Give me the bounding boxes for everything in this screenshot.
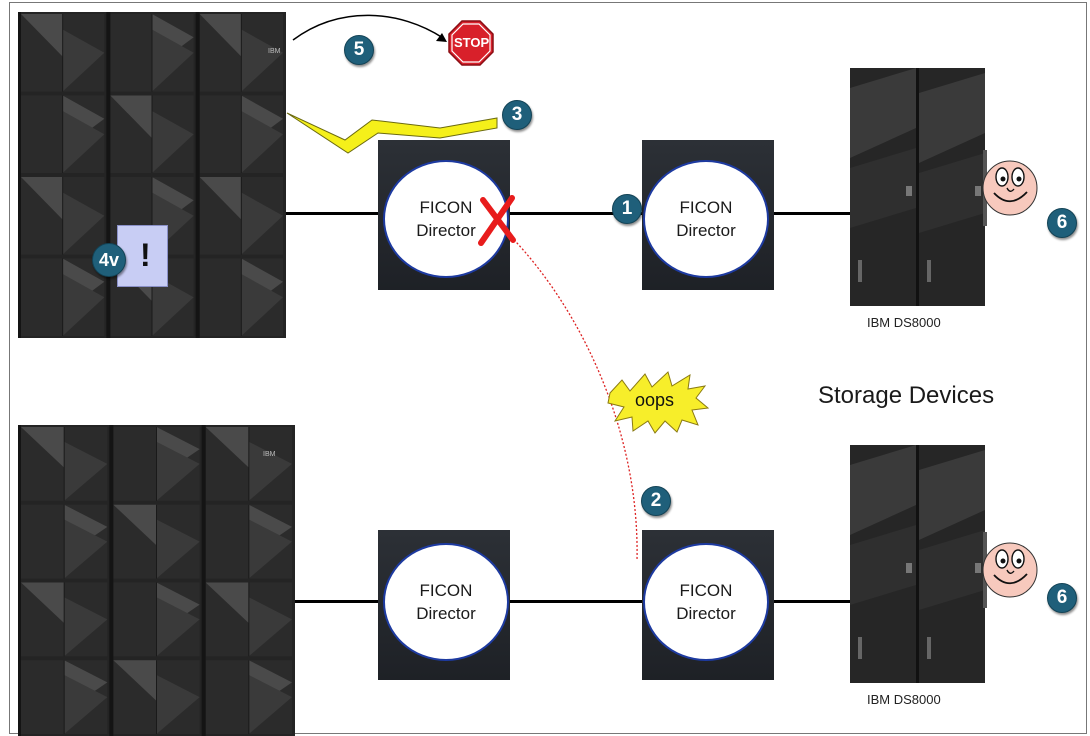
step-6-badge-bottom: 6 [1047, 583, 1077, 613]
step-3-badge: 3 [502, 100, 532, 130]
step-6-badge-top: 6 [1047, 208, 1077, 238]
diagram-frame [9, 2, 1087, 734]
cabinet-facet [241, 111, 283, 173]
link-mainframe2-director3 [295, 600, 385, 603]
cabinet-divider [18, 425, 21, 736]
cabinet-facet [64, 675, 108, 734]
cabinet-facet [152, 29, 194, 92]
mainframe-cabinet-icon [18, 425, 292, 736]
cabinet-facet [156, 675, 200, 734]
cabinet-facet [64, 441, 108, 501]
cabinet-divider [195, 12, 200, 338]
director-1-line1: FICON [419, 198, 473, 217]
step-2-badge: 2 [641, 486, 671, 516]
cabinet-facet [152, 111, 194, 173]
cabinet-facet [21, 427, 65, 468]
mainframe-brand-bottom: IBM [263, 451, 276, 458]
cabinet-divider [109, 425, 114, 736]
ficon-director-4[interactable]: FICON Director [643, 543, 769, 661]
cabinet-facet [248, 675, 292, 734]
cabinet-facet [21, 177, 63, 220]
link-director4-storage2 [770, 600, 852, 603]
storage-label-top: IBM DS8000 [867, 315, 941, 330]
cabinet-facet [248, 441, 292, 501]
cabinet-facet [62, 192, 105, 255]
cabinet-facet [64, 519, 108, 579]
cabinet-facet [62, 111, 105, 173]
director-4-line1: FICON [679, 581, 733, 600]
step-5-badge: 5 [344, 35, 374, 65]
cabinet-divider [201, 425, 206, 736]
link-mainframe1-director1 [285, 212, 385, 215]
cabinet-facet [64, 597, 108, 657]
mainframe-cabinet-icon [18, 12, 283, 338]
director-2-line2: Director [676, 221, 736, 240]
cabinet-facet [199, 14, 242, 57]
storage-server-icon [850, 68, 985, 306]
director-2-line1: FICON [679, 198, 733, 217]
director-4-line2: Director [676, 604, 736, 623]
ficon-director-1[interactable]: FICON Director [383, 160, 509, 278]
link-director3-director4 [510, 600, 645, 603]
director-1-line2: Director [416, 221, 476, 240]
cabinet-facet [205, 427, 249, 468]
cabinet-facet [241, 192, 283, 255]
link-director1-director2 [510, 212, 645, 215]
step-1-badge: 1 [612, 194, 642, 224]
cabinet-facet [156, 441, 200, 501]
alert-mark: ! [140, 237, 151, 273]
director-3-line1: FICON [419, 581, 473, 600]
storage-label-bottom: IBM DS8000 [867, 692, 941, 707]
stop-text: STOP [454, 35, 490, 50]
mainframe-top: IBM [18, 12, 286, 338]
oops-text: oops [635, 390, 675, 410]
cabinet-facet [241, 29, 283, 92]
step-4-badge: 4v [92, 243, 126, 277]
cabinet-facet [205, 582, 249, 624]
cabinet-facet [248, 519, 292, 579]
storage-server-top [850, 68, 985, 306]
storage-devices-heading: Storage Devices [818, 382, 995, 409]
cabinet-facet [62, 274, 105, 336]
ficon-director-3[interactable]: FICON Director [383, 543, 509, 661]
cabinet-divider [106, 12, 111, 338]
cabinet-facet [21, 14, 63, 57]
ficon-director-2[interactable]: FICON Director [643, 160, 769, 278]
cabinet-facet [152, 274, 194, 336]
cabinet-facet [156, 519, 200, 579]
director-3-line2: Director [416, 604, 476, 623]
cabinet-facet [241, 274, 283, 336]
cabinet-facet [21, 582, 65, 624]
storage-server-icon [850, 445, 985, 683]
cabinet-facet [199, 177, 242, 220]
mainframe-brand-top: IBM [268, 48, 281, 55]
link-director2-storage1 [770, 212, 852, 215]
cabinet-facet [248, 597, 292, 657]
cabinet-facet [62, 29, 105, 92]
cabinet-divider [18, 12, 21, 338]
cabinet-facet [156, 597, 200, 657]
storage-server-bottom [850, 445, 985, 683]
mainframe-bottom: IBM [18, 425, 295, 736]
